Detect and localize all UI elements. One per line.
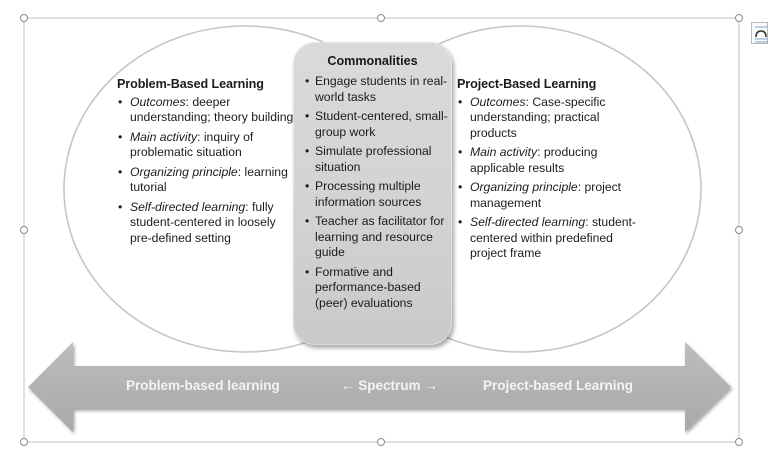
problem-self-directed-item: Self-directed learning: fully student-ce… — [117, 200, 297, 247]
commonality-item: Teacher as facilitator for learning and … — [305, 214, 452, 261]
resize-handle-bottom-center[interactable] — [377, 438, 385, 446]
commonality-item: Simulate professional situation — [305, 144, 452, 175]
project-based-title: Project-Based Learning — [457, 77, 597, 91]
commonality-item: Processing multiple information sources — [305, 179, 452, 210]
resize-handle-middle-left[interactable] — [20, 226, 28, 234]
resize-handle-bottom-right[interactable] — [735, 438, 743, 446]
commonalities-title: Commonalities — [327, 54, 418, 68]
resize-handle-middle-right[interactable] — [735, 226, 743, 234]
layout-options-icon — [755, 26, 768, 43]
resize-handle-bottom-left[interactable] — [20, 438, 28, 446]
resize-handle-top-left[interactable] — [20, 14, 28, 22]
resize-handle-top-right[interactable] — [735, 14, 743, 22]
project-outcomes-item: Outcomes: Case-specific understanding; p… — [457, 95, 647, 142]
commonality-item: Formative and performance-based (peer) e… — [305, 265, 452, 312]
problem-based-title: Problem-Based Learning — [117, 77, 264, 91]
commonalities-box: Commonalities Engage students in real-wo… — [293, 42, 452, 345]
problem-main-activity-item: Main activity: inquiry of problematic si… — [117, 130, 297, 161]
arrow-right-label: Project-based Learning — [483, 378, 634, 393]
commonality-item: Engage students in real-world tasks — [305, 74, 452, 105]
arrow-center-label: ← Spectrum → — [341, 378, 438, 393]
project-organizing-principle-item: Organizing principle: project management — [457, 180, 647, 211]
resize-handle-top-center[interactable] — [377, 14, 385, 22]
problem-based-panel: Problem-Based Learning Outcomes: deeper … — [117, 77, 297, 250]
arrow-left-label: Problem-based learning — [126, 378, 280, 393]
problem-outcomes-item: Outcomes: deeper understanding; theory b… — [117, 95, 297, 126]
layout-options-button[interactable] — [751, 22, 768, 44]
project-main-activity-item: Main activity: producing applicable resu… — [457, 145, 647, 176]
spectrum-arrow — [28, 342, 731, 432]
project-based-panel: Project-Based Learning Outcomes: Case-sp… — [457, 77, 647, 266]
problem-organizing-principle-item: Organizing principle: learning tutorial — [117, 165, 297, 196]
project-self-directed-item: Self-directed learning: student-centered… — [457, 215, 647, 262]
commonality-item: Student-centered, small-group work — [305, 109, 452, 140]
